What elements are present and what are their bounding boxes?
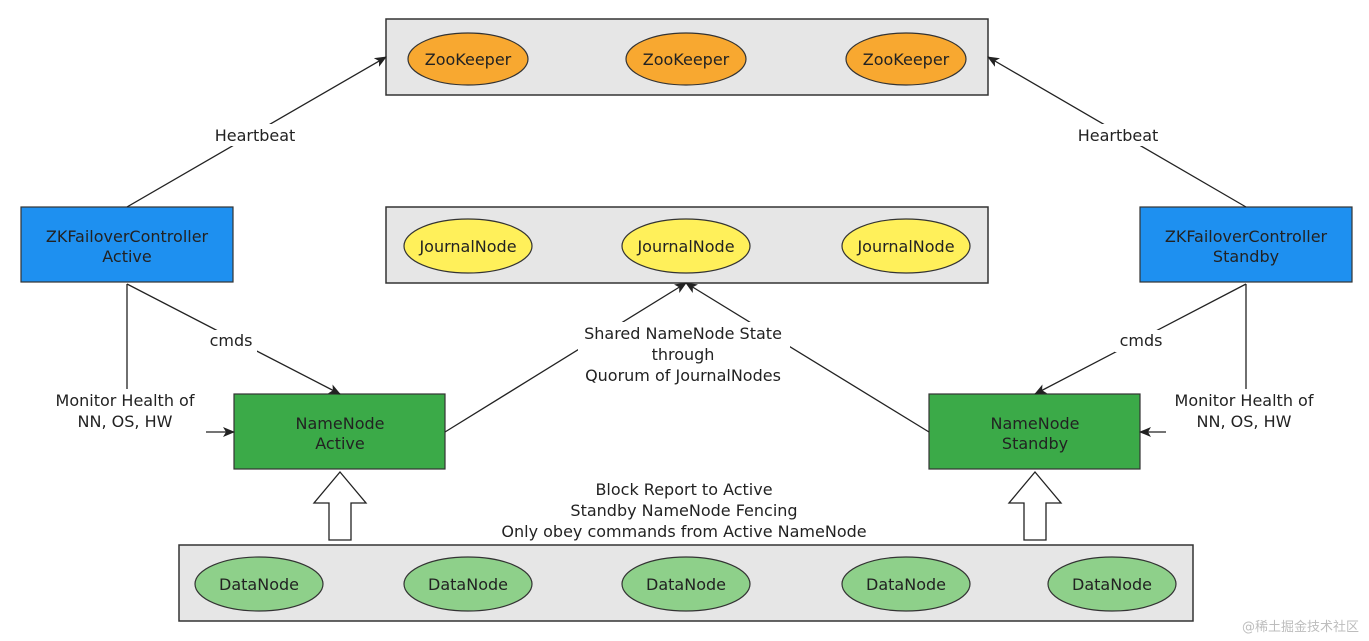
zookeeper-node: ZooKeeper — [845, 32, 967, 86]
datanode-node-label: DataNode — [219, 575, 299, 594]
zookeeper-node-label: ZooKeeper — [425, 50, 512, 69]
datanode-node: DataNode — [1047, 556, 1177, 612]
namenode-active-box: NameNode Active — [233, 393, 446, 470]
cmds-right-label: cmds — [1120, 331, 1163, 350]
journalnode-node-label: JournalNode — [636, 237, 734, 256]
block-report-label-line3: Only obey commands from Active NameNode — [501, 522, 866, 541]
cmds-left-label: cmds — [210, 331, 253, 350]
datanode-node: DataNode — [403, 556, 533, 612]
namenode-active-title: NameNode — [296, 414, 385, 433]
zkfc-active-state: Active — [102, 247, 152, 266]
zookeeper-node-label: ZooKeeper — [863, 50, 950, 69]
namenode-active-state: Active — [315, 434, 365, 453]
journalnode-node: JournalNode — [403, 218, 533, 274]
zkfc-standby-box: ZKFailoverController Standby — [1139, 206, 1353, 283]
heartbeat-left-label: Heartbeat — [215, 126, 296, 145]
journalnode-node-label: JournalNode — [418, 237, 516, 256]
zookeeper-node: ZooKeeper — [625, 32, 747, 86]
block-report-active-arrow — [312, 470, 368, 541]
datanode-node-label: DataNode — [866, 575, 946, 594]
zkfc-active-title: ZKFailoverController — [46, 227, 209, 246]
shared-state-label-line3: Quorum of JournalNodes — [585, 366, 781, 385]
shared-state-standby-arrow — [685, 282, 930, 433]
shared-state-label-line1: Shared NameNode State — [584, 324, 782, 343]
block-report-standby-arrow — [1007, 470, 1063, 541]
monitor-left-label-line1: Monitor Health of — [56, 391, 195, 410]
zkfc-active-box: ZKFailoverController Active — [20, 206, 234, 283]
heartbeat-right-label: Heartbeat — [1078, 126, 1159, 145]
journalnode-node-label: JournalNode — [856, 237, 954, 256]
datanode-node: DataNode — [841, 556, 971, 612]
journalnode-node: JournalNode — [841, 218, 971, 274]
zookeeper-node: ZooKeeper — [407, 32, 529, 86]
datanode-node-label: DataNode — [646, 575, 726, 594]
datanode-node: DataNode — [194, 556, 324, 612]
namenode-standby-box: NameNode Standby — [928, 393, 1141, 470]
shared-state-active-arrow — [444, 282, 687, 433]
datanode-node-label: DataNode — [1072, 575, 1152, 594]
namenode-standby-state: Standby — [1002, 434, 1068, 453]
namenode-standby-title: NameNode — [991, 414, 1080, 433]
monitor-left-label-line2: NN, OS, HW — [78, 412, 173, 431]
block-report-label-line1: Block Report to Active — [595, 480, 772, 499]
monitor-right-label-line1: Monitor Health of — [1175, 391, 1314, 410]
block-report-label-line2: Standby NameNode Fencing — [570, 501, 797, 520]
zkfc-standby-title: ZKFailoverController — [1165, 227, 1328, 246]
zkfc-standby-state: Standby — [1213, 247, 1279, 266]
journalnode-node: JournalNode — [621, 218, 751, 274]
datanode-node: DataNode — [621, 556, 751, 612]
datanode-node-label: DataNode — [428, 575, 508, 594]
shared-state-label-line2: through — [652, 345, 715, 364]
zookeeper-node-label: ZooKeeper — [643, 50, 730, 69]
monitor-right-label-line2: NN, OS, HW — [1197, 412, 1292, 431]
watermark: @稀土掘金技术社区 — [1241, 620, 1359, 635]
